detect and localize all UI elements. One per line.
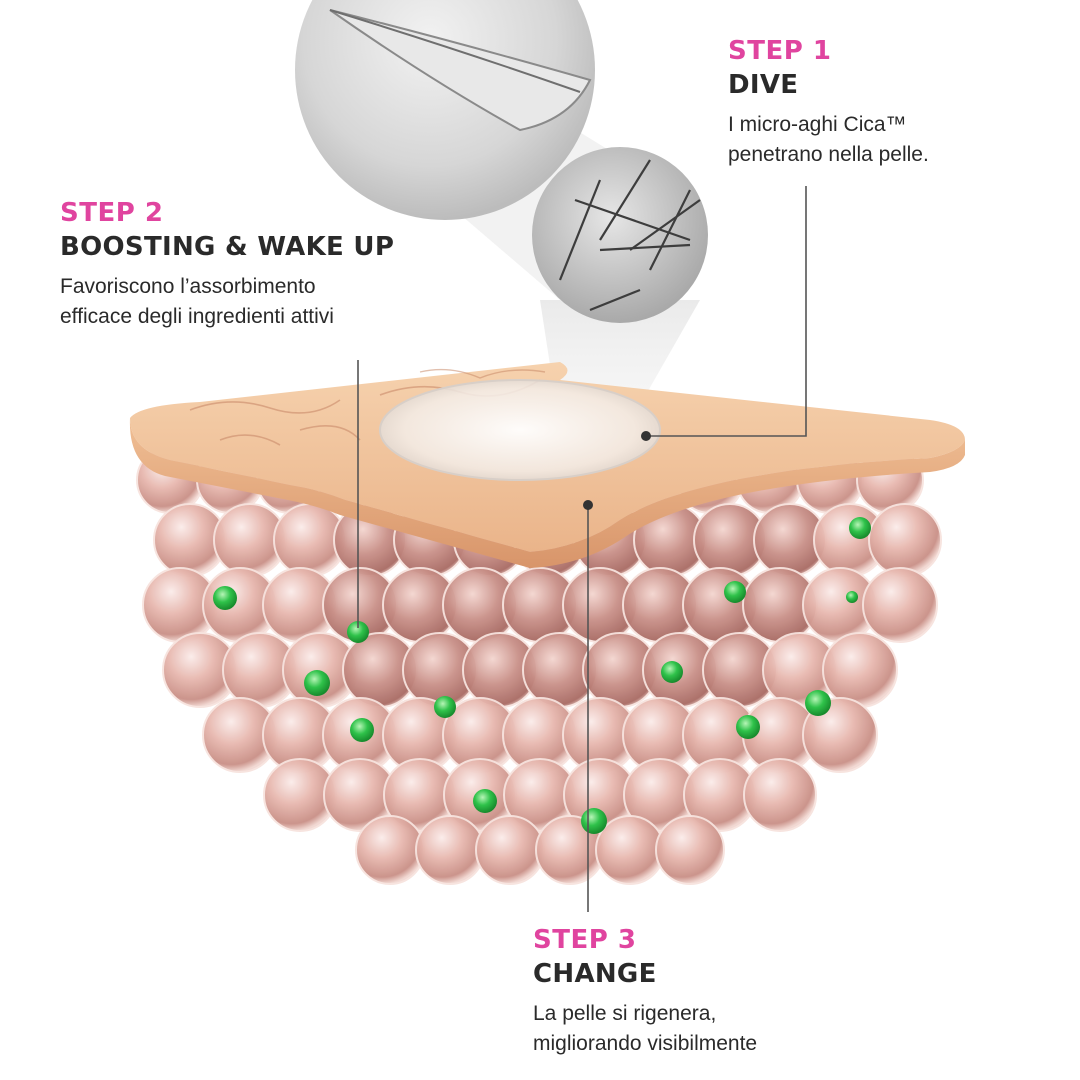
step-1-title: DIVE — [728, 70, 799, 100]
active-ingredient-droplet — [846, 591, 858, 603]
skin-cell — [862, 567, 938, 643]
step-2-desc-line: Favoriscono l’assorbimento — [60, 275, 316, 298]
active-ingredient-droplet — [849, 517, 871, 539]
active-ingredient-droplet — [350, 718, 374, 742]
active-ingredient-droplet — [724, 581, 746, 603]
step-2-callout: STEP 2 BOOSTING & WAKE UP Favoriscono l’… — [60, 198, 394, 332]
skin-cell — [415, 815, 485, 885]
step-3-desc-line: La pelle si rigenera, — [533, 1002, 717, 1025]
microneedle-patch — [379, 379, 661, 481]
step-3-title: CHANGE — [533, 959, 657, 989]
active-ingredient-droplet — [304, 670, 330, 696]
skin-cell — [595, 815, 665, 885]
active-ingredient-droplet — [581, 808, 607, 834]
skin-cell — [655, 815, 725, 885]
step-3-description: La pelle si rigenera, migliorando visibi… — [533, 999, 757, 1059]
skin-cell — [355, 815, 425, 885]
skin-cell — [475, 815, 545, 885]
step-2-label: STEP 2 — [60, 198, 164, 228]
needle-zoom-small — [532, 147, 708, 323]
needle-zoom-large — [295, 0, 595, 220]
active-ingredient-droplet — [473, 789, 497, 813]
active-ingredient-droplet — [661, 661, 683, 683]
skin-cell — [743, 758, 817, 832]
step-3-label: STEP 3 — [533, 925, 637, 955]
step-1-description: I micro-aghi Cica™ penetrano nella pelle… — [728, 110, 929, 170]
step-1-desc-line: penetrano nella pelle. — [728, 143, 929, 166]
callout-line-step1 — [646, 186, 807, 437]
skin-cell — [802, 697, 878, 773]
skin-cell — [868, 503, 942, 577]
active-ingredient-droplet — [736, 715, 760, 739]
step-3-callout: STEP 3 CHANGE La pelle si rigenera, migl… — [533, 925, 757, 1059]
step-1-callout: STEP 1 DIVE I micro-aghi Cica™ penetrano… — [728, 36, 929, 170]
skin-cell — [822, 632, 898, 708]
step-2-title: BOOSTING & WAKE UP — [60, 232, 395, 262]
active-ingredient-droplet — [213, 586, 237, 610]
callout-dot-step3 — [583, 500, 593, 510]
active-ingredient-droplet — [805, 690, 831, 716]
step-3-desc-line: migliorando visibilmente — [533, 1032, 758, 1055]
step-2-description: Favoriscono l’assorbimento efficace degl… — [60, 272, 394, 332]
active-ingredient-droplet — [434, 696, 456, 718]
step-1-desc-line: I micro-aghi Cica™ — [728, 113, 907, 136]
callout-lines — [357, 186, 807, 912]
step-2-desc-line: efficace degli ingredienti attivi — [60, 305, 334, 328]
callout-dot-step1 — [641, 431, 651, 441]
active-ingredient-droplet — [347, 621, 369, 643]
step-1-label: STEP 1 — [728, 36, 832, 66]
